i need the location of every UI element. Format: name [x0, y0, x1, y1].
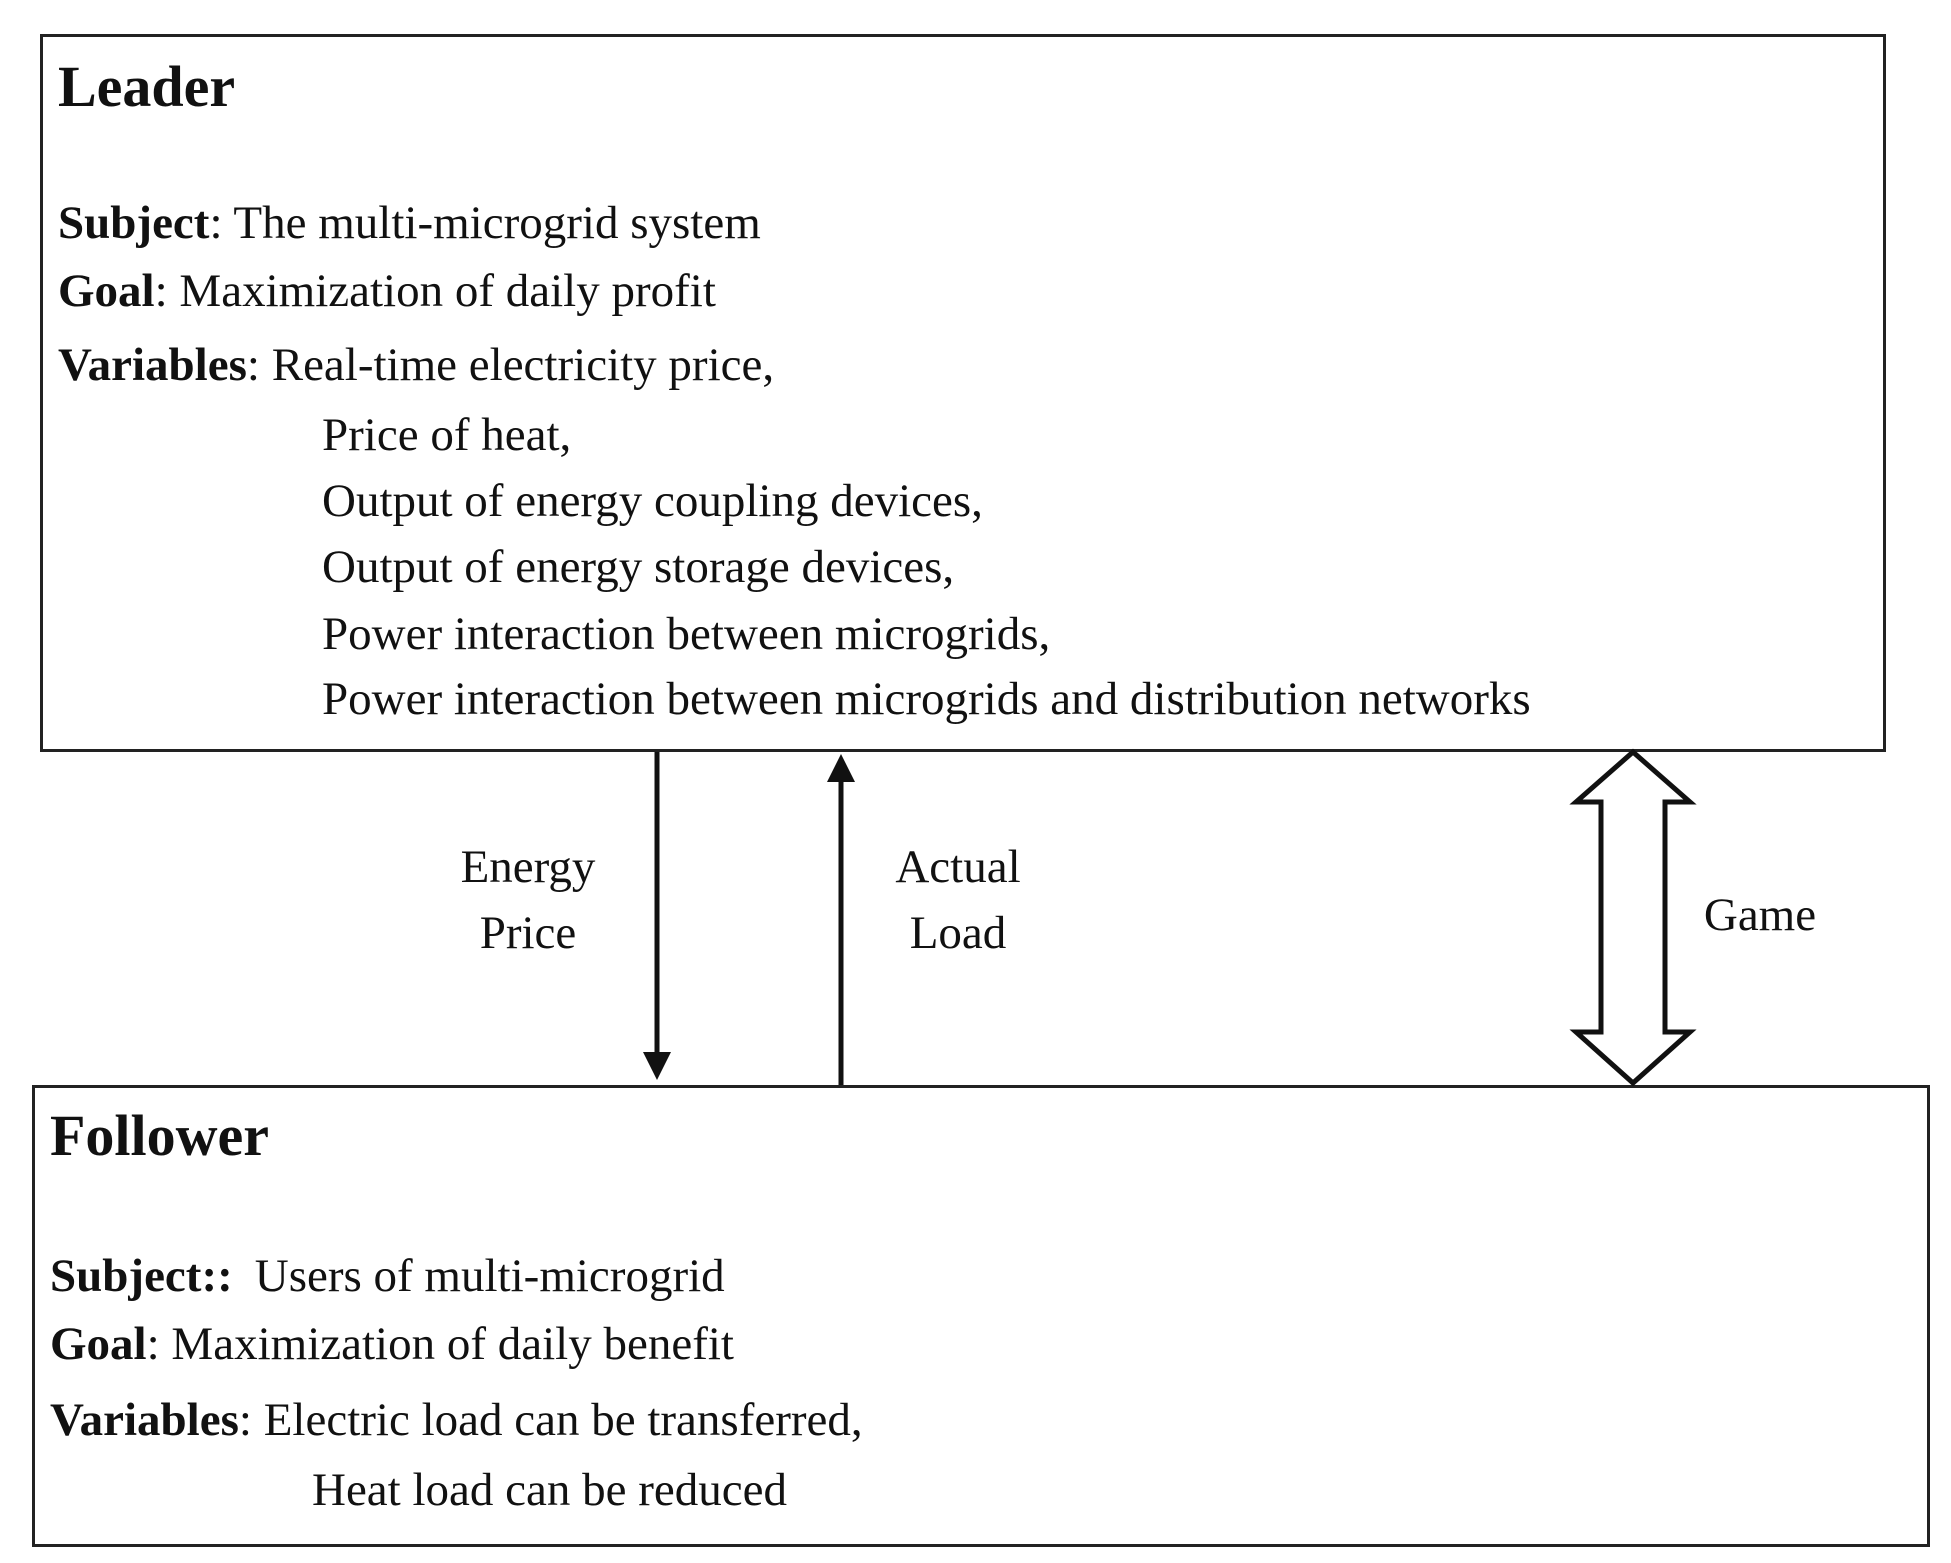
follower-box	[32, 1085, 1930, 1547]
follower-variables-label: Variables	[50, 1394, 239, 1446]
follower-title: Follower	[50, 1103, 270, 1168]
follower-goal-label: Goal	[50, 1318, 147, 1370]
energy-price-arrow	[643, 752, 671, 1080]
follower-subject: Subject::Users of multi-microgrid	[50, 1253, 725, 1300]
leader-goal-value: : Maximization of daily profit	[154, 265, 716, 317]
leader-subject: Subject: The multi-microgrid system	[58, 200, 761, 247]
leader-variables: Variables: Real-time electricity price,	[58, 342, 774, 389]
leader-variable-item: Output of energy storage devices,	[322, 541, 955, 593]
game-label: Game	[1703, 889, 1817, 941]
follower-variable-item: : Electric load can be transferred,	[238, 1394, 863, 1446]
game-double-arrow	[1569, 748, 1697, 1087]
actual-load-arrow	[827, 754, 855, 1085]
actual-load-label-line: Load	[909, 907, 1007, 959]
leader-subject-value: : The multi-microgrid system	[209, 197, 761, 249]
leader-title: Leader	[58, 54, 236, 119]
leader-variables-label: Variables	[58, 339, 247, 391]
leader-variable-item: Output of energy coupling devices,	[322, 475, 983, 527]
energy-price-label-line: Price	[479, 907, 577, 959]
leader-variable-item: Price of heat,	[322, 409, 572, 461]
follower-subject-value: Users of multi-microgrid	[254, 1250, 725, 1302]
follower-goal: Goal: Maximization of daily benefit	[50, 1321, 734, 1368]
leader-variable-item: : Real-time electricity price,	[246, 339, 775, 391]
follower-variable-item: Heat load can be reduced	[312, 1464, 787, 1516]
leader-variable-item: Power interaction between microgrids and…	[322, 673, 1531, 725]
leader-variable-item: Power interaction between microgrids,	[322, 608, 1051, 660]
leader-box	[40, 34, 1886, 752]
energy-price-label: Energy Price	[428, 834, 628, 966]
energy-price-label-line: Energy	[460, 841, 596, 893]
follower-subject-label: Subject::	[50, 1250, 233, 1302]
leader-goal: Goal: Maximization of daily profit	[58, 268, 716, 315]
leader-goal-label: Goal	[58, 265, 155, 317]
leader-subject-label: Subject	[58, 197, 210, 249]
actual-load-label-line: Actual	[895, 841, 1021, 893]
actual-load-label: Actual Load	[858, 834, 1058, 966]
follower-variables: Variables: Electric load can be transfer…	[50, 1397, 863, 1444]
follower-goal-value: : Maximization of daily benefit	[146, 1318, 734, 1370]
